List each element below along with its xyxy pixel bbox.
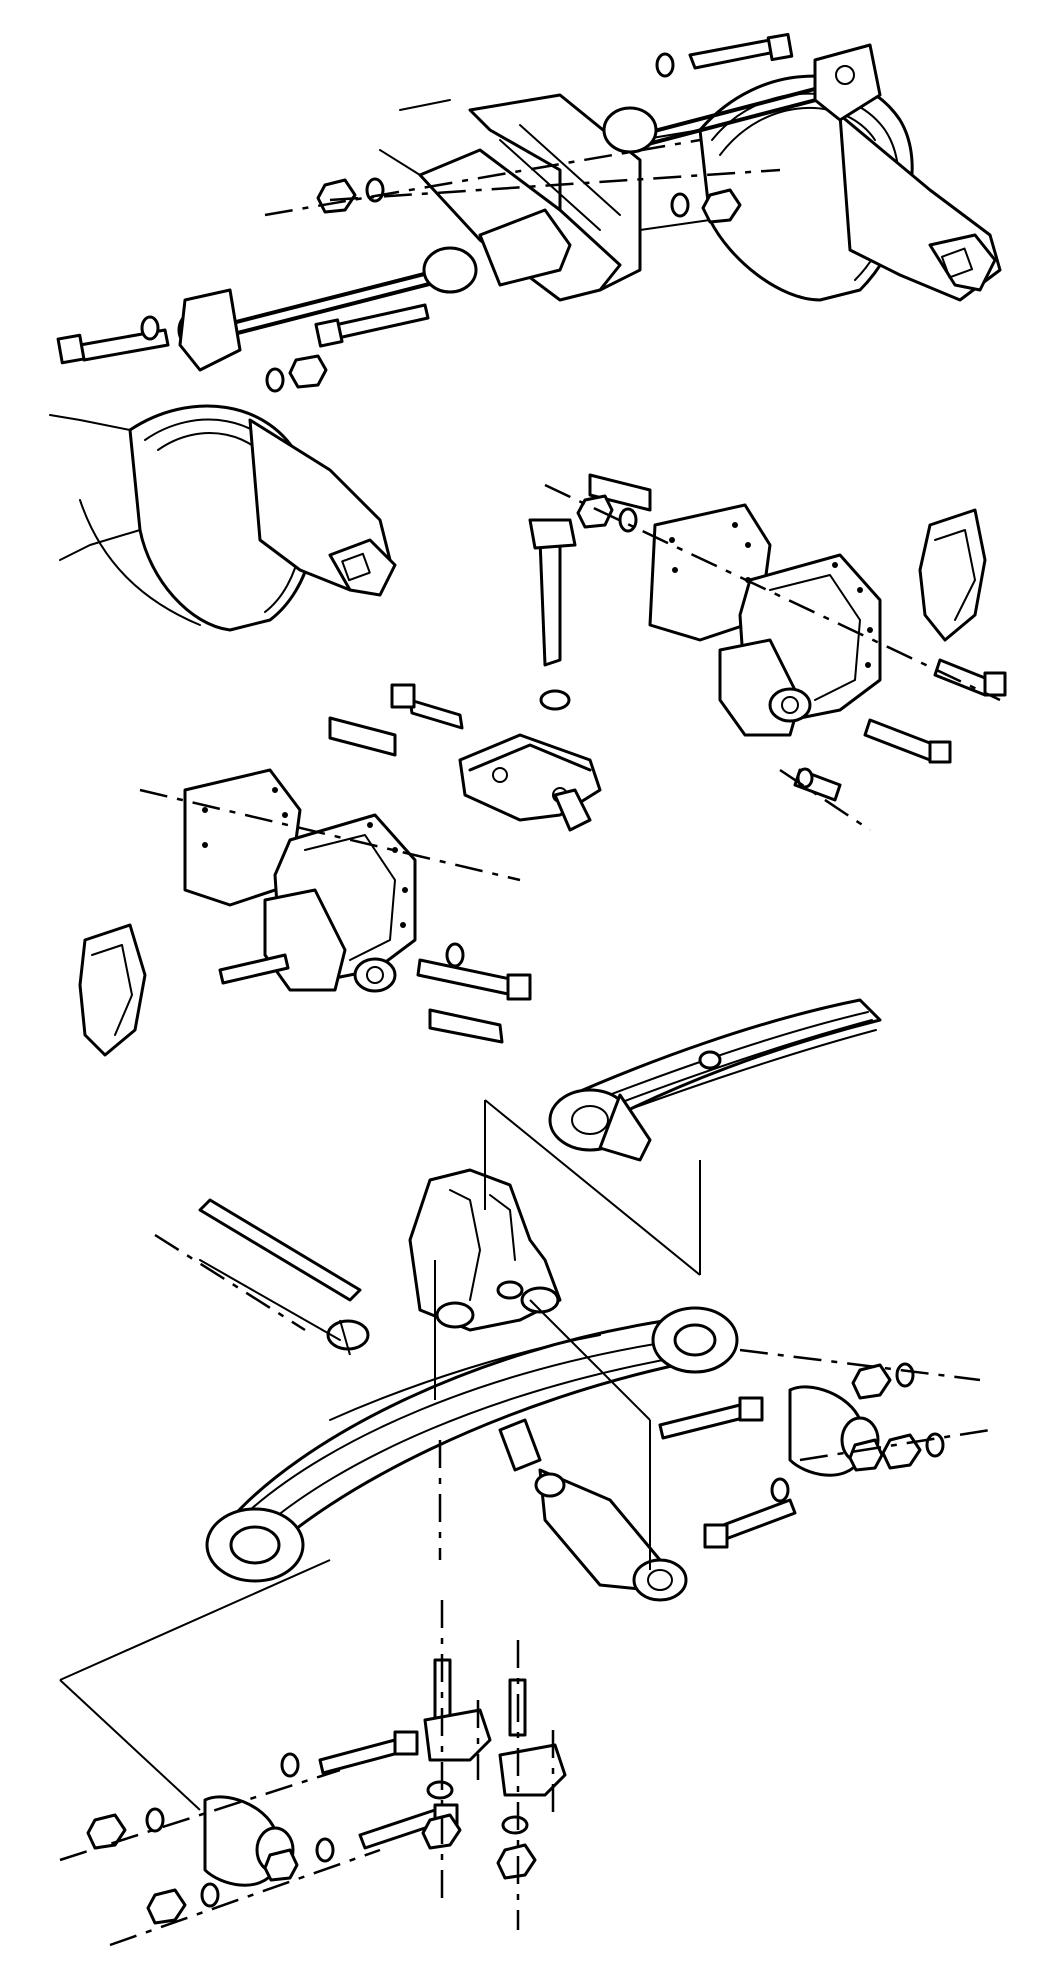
end-bushing-left — [59, 1730, 459, 1947]
torque-rod-lower — [177, 208, 572, 372]
top-hardware — [56, 32, 794, 393]
side-caps — [78, 508, 987, 1057]
bolt-icon — [688, 38, 777, 70]
forward-axle-housing — [49, 404, 397, 632]
center-bushing — [534, 1468, 688, 1602]
rear-axle-housing — [599, 74, 1002, 302]
bolt-icon — [538, 538, 562, 667]
cross-tube — [198, 1198, 370, 1356]
spring-seat-saddle — [458, 733, 602, 832]
torque-rod-upper — [602, 43, 882, 154]
leaf-spring — [548, 998, 882, 1162]
spring-bracket-right — [648, 503, 882, 737]
nut-icon — [316, 178, 357, 214]
saddle-bracket — [408, 1168, 562, 1332]
u-bolt-clamps — [421, 1600, 567, 1930]
leader-lines — [59, 1099, 701, 1811]
spring-bracket-left — [183, 768, 417, 993]
equalizer-beam — [205, 1306, 739, 1583]
end-bushing-right — [658, 1348, 991, 1549]
middle-hardware — [139, 473, 1007, 1044]
